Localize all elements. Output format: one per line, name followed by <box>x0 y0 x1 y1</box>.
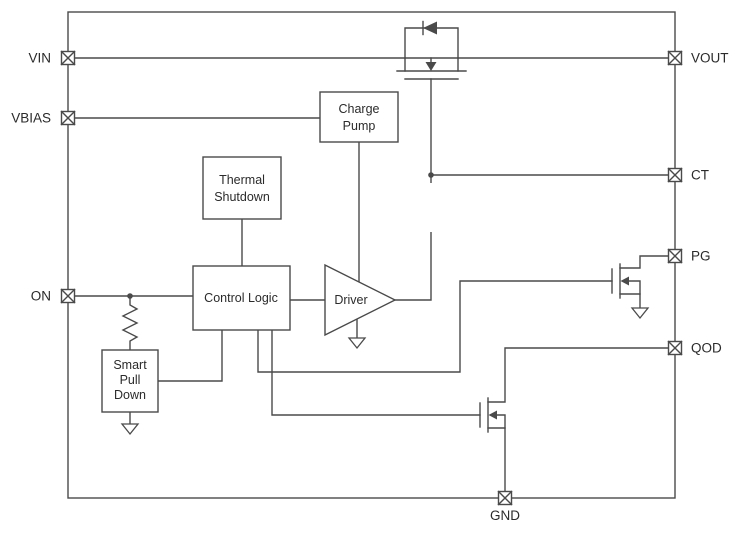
charge-pump-label-line1: Charge <box>339 102 380 116</box>
smart-pull-down-label-line2: Pull <box>120 373 141 387</box>
charge-pump-block: Charge Pump <box>319 91 399 143</box>
wire-controllogic-qod-gate <box>271 329 481 416</box>
thermal-shutdown-label-line1: Thermal <box>219 173 265 187</box>
vout-pin: VOUT <box>667 51 729 66</box>
wire-qod-drain <box>487 347 670 403</box>
ground-symbols <box>120 307 650 436</box>
resistor-symbol <box>121 295 139 351</box>
wire-controllogic-pg-gate <box>257 280 613 373</box>
gnd-pin: GND <box>490 490 520 523</box>
vout-pin-label: VOUT <box>691 51 729 66</box>
control-logic-block: Control Logic <box>192 265 291 331</box>
body-diode-symbol <box>422 20 437 36</box>
ct-pin-label: CT <box>691 168 709 183</box>
qod-fet-body-arrow <box>488 410 497 420</box>
junction-dot-on <box>127 293 133 299</box>
thermal-shutdown-label-line2: Shutdown <box>214 190 270 204</box>
pg-pin-label: PG <box>691 249 711 264</box>
pg-pin: PG <box>667 249 711 264</box>
ct-pin: CT <box>667 168 709 183</box>
vin-pin: VIN <box>28 51 76 66</box>
gnd-pin-label: GND <box>490 508 520 523</box>
wire-driver-to-gate <box>394 78 432 301</box>
thermal-shutdown-block: Thermal Shutdown <box>202 156 282 220</box>
wires <box>73 27 670 425</box>
spd-ground-symbol <box>120 423 140 436</box>
qod-pin: QOD <box>667 341 722 356</box>
pg-fet-body-arrow <box>620 276 629 286</box>
vbias-pin: VBIAS <box>11 111 76 126</box>
driver-label: Driver <box>334 293 367 307</box>
vbias-pin-label: VBIAS <box>11 111 51 126</box>
qod-pin-label: QOD <box>691 341 722 356</box>
smart-pull-down-block: Smart Pull Down <box>101 349 159 413</box>
ic-boundary <box>67 11 676 499</box>
smart-pull-down-label-line3: Down <box>114 388 146 402</box>
pass-fet-body-arrow <box>425 62 437 71</box>
junction-dot-ct <box>428 172 434 178</box>
wire-smartpulldown-controllogic <box>157 329 223 382</box>
pg-fet-symbol <box>611 255 670 309</box>
pg-ground-symbol <box>630 307 650 320</box>
charge-pump-label-line2: Pump <box>343 119 376 133</box>
driver-triangle <box>324 263 397 337</box>
on-pin-label: ON <box>31 289 51 304</box>
on-pin: ON <box>31 289 76 304</box>
vin-pin-label: VIN <box>28 51 51 66</box>
pass-fet-symbol <box>396 57 467 80</box>
driver-block: Driver <box>324 263 397 337</box>
qod-fet-symbol <box>479 347 670 493</box>
smart-pull-down-label-line1: Smart <box>113 358 147 372</box>
driver-ground-symbol <box>347 337 367 350</box>
erased-area <box>368 183 488 232</box>
wire-pg-drain <box>619 255 670 269</box>
control-logic-label: Control Logic <box>204 291 278 305</box>
